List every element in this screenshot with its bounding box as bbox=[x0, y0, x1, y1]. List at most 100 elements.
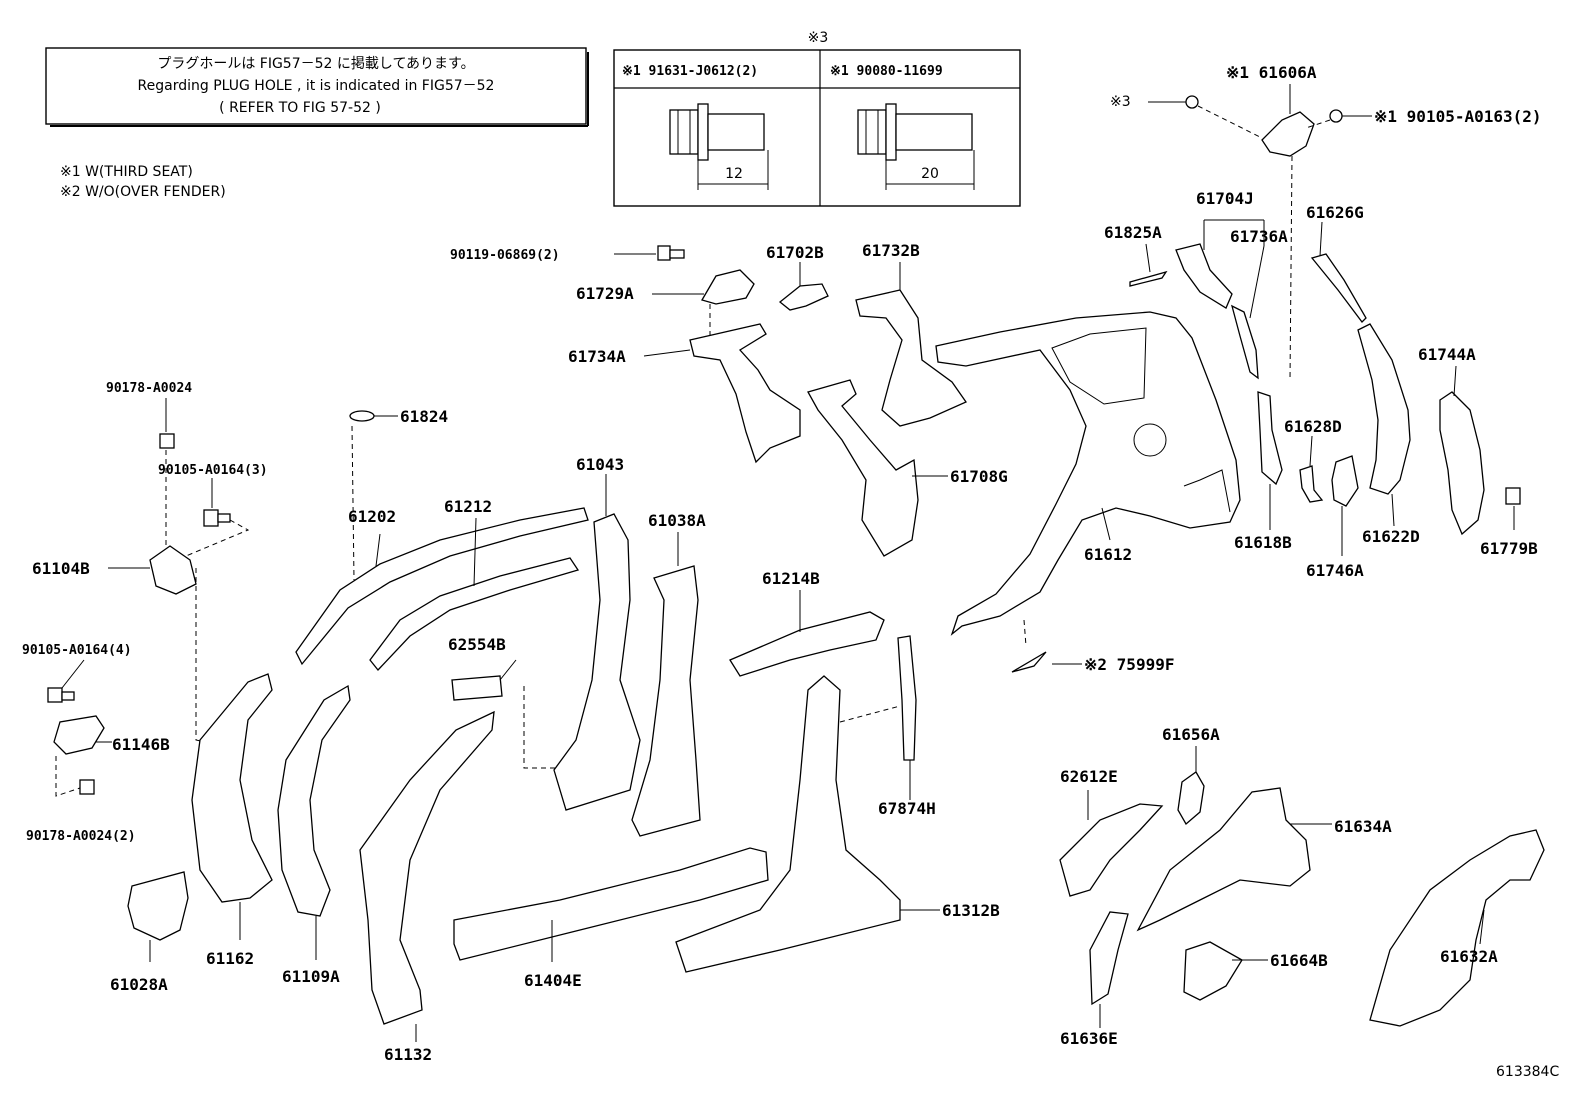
part-61628D-drawing bbox=[1299, 435, 1324, 503]
notice-line-3: ( REFER TO FIG 57-52 ) bbox=[219, 100, 381, 116]
part-61028A-drawing bbox=[127, 871, 189, 962]
part-61622D-drawing bbox=[1357, 323, 1411, 527]
bolt-table-title: ※3 bbox=[808, 30, 829, 46]
legend-note-1: ※1 W(THIRD SEAT) bbox=[60, 164, 193, 180]
part-61702B-drawing bbox=[778, 262, 829, 311]
part-61202-drawing bbox=[295, 410, 589, 666]
label-61664B: 61664B bbox=[1270, 951, 1328, 970]
part-61606A-drawing bbox=[1148, 84, 1372, 381]
label-61038A: 61038A bbox=[648, 511, 706, 530]
label-90178-A0024: 90178-A0024 bbox=[106, 381, 192, 396]
label-61109A: 61109A bbox=[282, 967, 340, 986]
part-61734A-drawing bbox=[643, 323, 801, 464]
label-90105-A0164-4: 90105-A0164(4) bbox=[22, 643, 132, 658]
label-61618B: 61618B bbox=[1234, 533, 1292, 552]
label-61744A: 61744A bbox=[1418, 345, 1476, 364]
label-61404E: 61404E bbox=[524, 971, 582, 990]
part-61612-drawing bbox=[935, 311, 1241, 673]
part-62554B-drawing bbox=[451, 659, 556, 769]
part-61656A-drawing bbox=[1177, 746, 1205, 826]
label-61702B: 61702B bbox=[766, 243, 824, 262]
part-90105-A0164-3-drawing bbox=[185, 478, 250, 557]
label-61212: 61212 bbox=[444, 497, 492, 516]
part-61043-drawing bbox=[553, 474, 641, 811]
label-62612E: 62612E bbox=[1060, 767, 1118, 786]
label-61656A: 61656A bbox=[1162, 725, 1220, 744]
label-61612: 61612 bbox=[1084, 545, 1132, 564]
part-61312B-drawing bbox=[675, 675, 940, 973]
label-61626G: 61626G bbox=[1306, 203, 1364, 222]
figure-code: 613384C bbox=[1496, 1064, 1559, 1080]
label-61732B: 61732B bbox=[862, 241, 920, 260]
part-90178-A0024-drawing bbox=[159, 398, 175, 449]
label-61825A: 61825A bbox=[1104, 223, 1162, 242]
part-62612E-drawing bbox=[1059, 790, 1164, 897]
part-61634A-drawing bbox=[1136, 787, 1332, 932]
label-90119-06869: 90119-06869(2) bbox=[450, 248, 560, 263]
part-90119-drawing bbox=[614, 245, 685, 261]
part-61626G-drawing bbox=[1310, 221, 1367, 323]
bolt-2-header: ※1 90080-11699 bbox=[830, 64, 943, 79]
label-61043: 61043 bbox=[576, 455, 624, 474]
label-61632A: 61632A bbox=[1440, 947, 1498, 966]
part-61404E-drawing bbox=[453, 847, 769, 962]
label-61214B: 61214B bbox=[762, 569, 820, 588]
bolt-1-dimension: 12 bbox=[725, 166, 743, 182]
bolt-2-drawing bbox=[857, 103, 975, 190]
label-61734A: 61734A bbox=[568, 347, 626, 366]
label-61746A: 61746A bbox=[1306, 561, 1364, 580]
label-61312B: 61312B bbox=[942, 901, 1000, 920]
label-90105-A0164-3: 90105-A0164(3) bbox=[158, 463, 268, 478]
part-61736A-drawing bbox=[1231, 245, 1265, 380]
notice-line-2: Regarding PLUG HOLE , it is indicated in… bbox=[138, 78, 495, 94]
part-61212-drawing bbox=[369, 517, 580, 671]
label-61104B: 61104B bbox=[32, 559, 90, 578]
label-61736A: 61736A bbox=[1230, 227, 1288, 246]
part-61618B-drawing bbox=[1257, 391, 1283, 530]
label-90105-A0163: ※1 90105-A0163(2) bbox=[1374, 107, 1542, 126]
notice-frame bbox=[45, 47, 587, 125]
part-61636E-drawing bbox=[1089, 911, 1129, 1028]
part-61825A-drawing bbox=[1129, 243, 1168, 287]
bolt-2-dimension: 20 bbox=[921, 166, 939, 182]
part-61214B-drawing bbox=[729, 590, 885, 677]
label-61636E: 61636E bbox=[1060, 1029, 1118, 1048]
label-67874H: 67874H bbox=[878, 799, 936, 818]
label-61779B: 61779B bbox=[1480, 539, 1538, 558]
legend-note-2: ※2 W/O(OVER FENDER) bbox=[60, 184, 226, 200]
part-61632A-drawing bbox=[1369, 829, 1545, 1027]
part-61109A-drawing bbox=[277, 684, 351, 960]
part-61746A-drawing bbox=[1331, 455, 1359, 556]
plug-hole-notice: プラグホールは FIG57－52 に掲載してあります。 Regarding PL… bbox=[45, 47, 589, 127]
bolt-table: ※3 ※1 91631-J0612(2) ※1 90080-11699 12 bbox=[613, 30, 1021, 207]
part-61132-drawing bbox=[359, 710, 495, 1042]
part-61104B-drawing bbox=[108, 450, 215, 745]
part-61729A-drawing bbox=[652, 269, 755, 340]
part-90105-A0164-4-drawing bbox=[47, 659, 85, 703]
label-61146B: 61146B bbox=[112, 735, 170, 754]
label-61824: 61824 bbox=[400, 407, 448, 426]
part-61744A-drawing bbox=[1439, 365, 1485, 536]
label-61622D: 61622D bbox=[1362, 527, 1420, 546]
label-61628D: 61628D bbox=[1284, 417, 1342, 436]
part-61732B-drawing bbox=[855, 262, 967, 427]
part-61704J-drawing bbox=[1175, 219, 1265, 309]
bolt-1-header: ※1 91631-J0612(2) bbox=[622, 64, 758, 79]
label-61704J: 61704J bbox=[1196, 189, 1254, 208]
part-61038A-drawing bbox=[631, 532, 701, 837]
label-61202: 61202 bbox=[348, 507, 396, 526]
label-61606A: ※1 61606A bbox=[1226, 63, 1317, 82]
label-61708G: 61708G bbox=[950, 467, 1008, 486]
label-61729A: 61729A bbox=[576, 284, 634, 303]
label-75999F: ※2 75999F bbox=[1084, 655, 1174, 674]
label-62554B: 62554B bbox=[448, 635, 506, 654]
label-61634A: 61634A bbox=[1334, 817, 1392, 836]
part-61708G-drawing bbox=[807, 379, 948, 557]
label-61162: 61162 bbox=[206, 949, 254, 968]
label-61606A-mark: ※3 bbox=[1110, 94, 1131, 110]
part-61779B-drawing bbox=[1505, 487, 1521, 530]
part-67874H-drawing bbox=[897, 635, 917, 800]
label-61028A: 61028A bbox=[110, 975, 168, 994]
part-61162-drawing bbox=[191, 673, 273, 940]
